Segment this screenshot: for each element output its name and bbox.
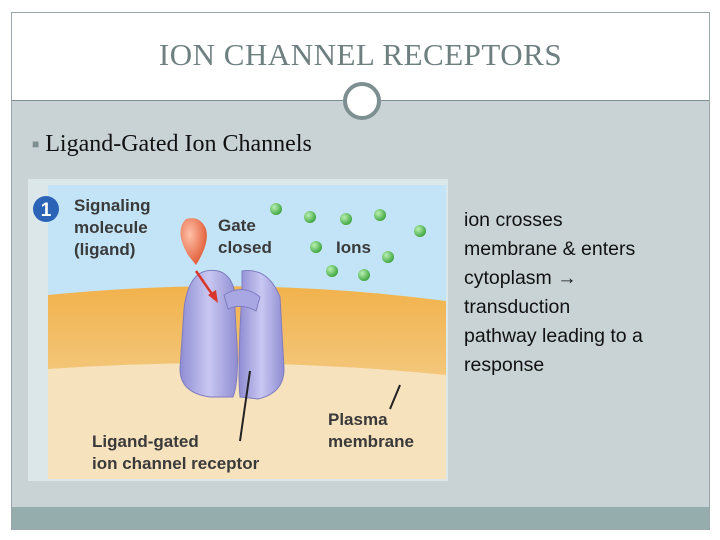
label-receptor-2: ion channel receptor bbox=[92, 454, 260, 473]
receptor-leader-line bbox=[239, 370, 251, 442]
label-signaling-1: Signaling bbox=[74, 196, 151, 215]
slide: ION CHANNEL RECEPTORS ■ Ligand-Gated Ion… bbox=[11, 12, 710, 530]
ion bbox=[270, 203, 282, 215]
ion bbox=[414, 225, 426, 237]
step-number: 1 bbox=[41, 200, 52, 221]
ion bbox=[358, 269, 370, 281]
explanation-line: transduction bbox=[464, 296, 571, 318]
slide-title: ION CHANNEL RECEPTORS bbox=[158, 37, 563, 72]
closed-gate bbox=[223, 289, 261, 312]
label-plasma-1: Plasma bbox=[328, 410, 388, 429]
ions-group bbox=[270, 203, 426, 281]
bullet-text: Ligand-Gated Ion Channels bbox=[45, 131, 312, 157]
ligand-molecule bbox=[180, 218, 207, 265]
label-gate-2: closed bbox=[218, 238, 272, 257]
step-number-badge bbox=[33, 196, 59, 222]
label-gate-1: Gate bbox=[218, 216, 256, 235]
divider-circle-ornament bbox=[343, 82, 381, 120]
cytoplasm-region bbox=[48, 363, 446, 479]
ion bbox=[340, 213, 352, 225]
membrane-leader-line bbox=[389, 384, 401, 410]
ion bbox=[304, 211, 316, 223]
ion bbox=[382, 251, 394, 263]
label-signaling-2: molecule bbox=[74, 218, 148, 237]
explanation-line: pathway leading to a bbox=[464, 325, 643, 347]
explanation-line: ion crosses bbox=[464, 209, 563, 231]
ion bbox=[374, 209, 386, 221]
footer-bar bbox=[12, 507, 709, 529]
explanation-line: response bbox=[464, 354, 545, 376]
label-signaling-3: (ligand) bbox=[74, 240, 135, 259]
explanation-line: cytoplasm → bbox=[464, 267, 577, 289]
binding-arrow bbox=[194, 270, 216, 298]
explanation-text: ion crosses membrane & enters cytoplasm … bbox=[464, 206, 704, 380]
binding-arrowhead-icon bbox=[208, 290, 218, 303]
bullet-item: ■ Ligand-Gated Ion Channels bbox=[32, 131, 312, 158]
label-plasma-2: membrane bbox=[328, 432, 414, 451]
ion-channel-figure: 1 Signaling molecu bbox=[28, 179, 448, 481]
ion-channel-receptor bbox=[179, 269, 285, 400]
ion bbox=[326, 265, 338, 277]
label-ions: Ions bbox=[336, 238, 371, 257]
explanation-line: membrane & enters bbox=[464, 238, 636, 260]
ion bbox=[310, 241, 322, 253]
bullet-marker-icon: ■ bbox=[32, 137, 40, 151]
label-receptor-1: Ligand-gated bbox=[92, 432, 199, 451]
